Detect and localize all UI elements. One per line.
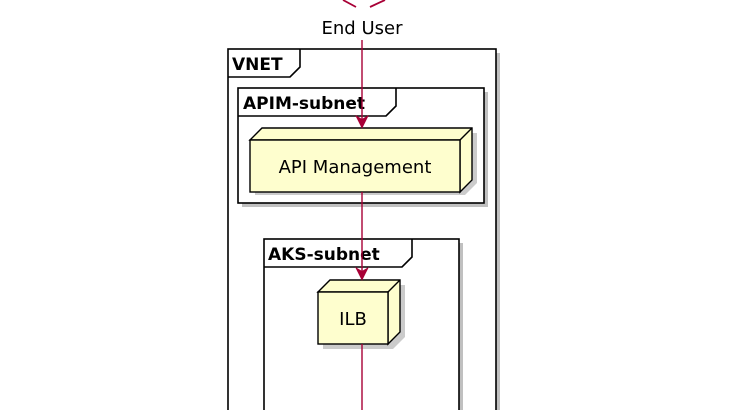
ilb-node[interactable]: ILB — [316, 279, 405, 349]
apim-subnet-frame-title: APIM-subnet — [243, 94, 365, 114]
vnet-frame-title: VNET — [232, 55, 283, 75]
aks-subnet-frame-title: AKS-subnet — [268, 245, 380, 265]
api-management-label: API Management — [279, 157, 432, 178]
end-user-actor-icon — [342, 0, 386, 8]
ilb-label: ILB — [339, 309, 367, 330]
end-user-label: End User — [322, 18, 404, 39]
api-management-node[interactable]: API Management — [248, 127, 477, 195]
